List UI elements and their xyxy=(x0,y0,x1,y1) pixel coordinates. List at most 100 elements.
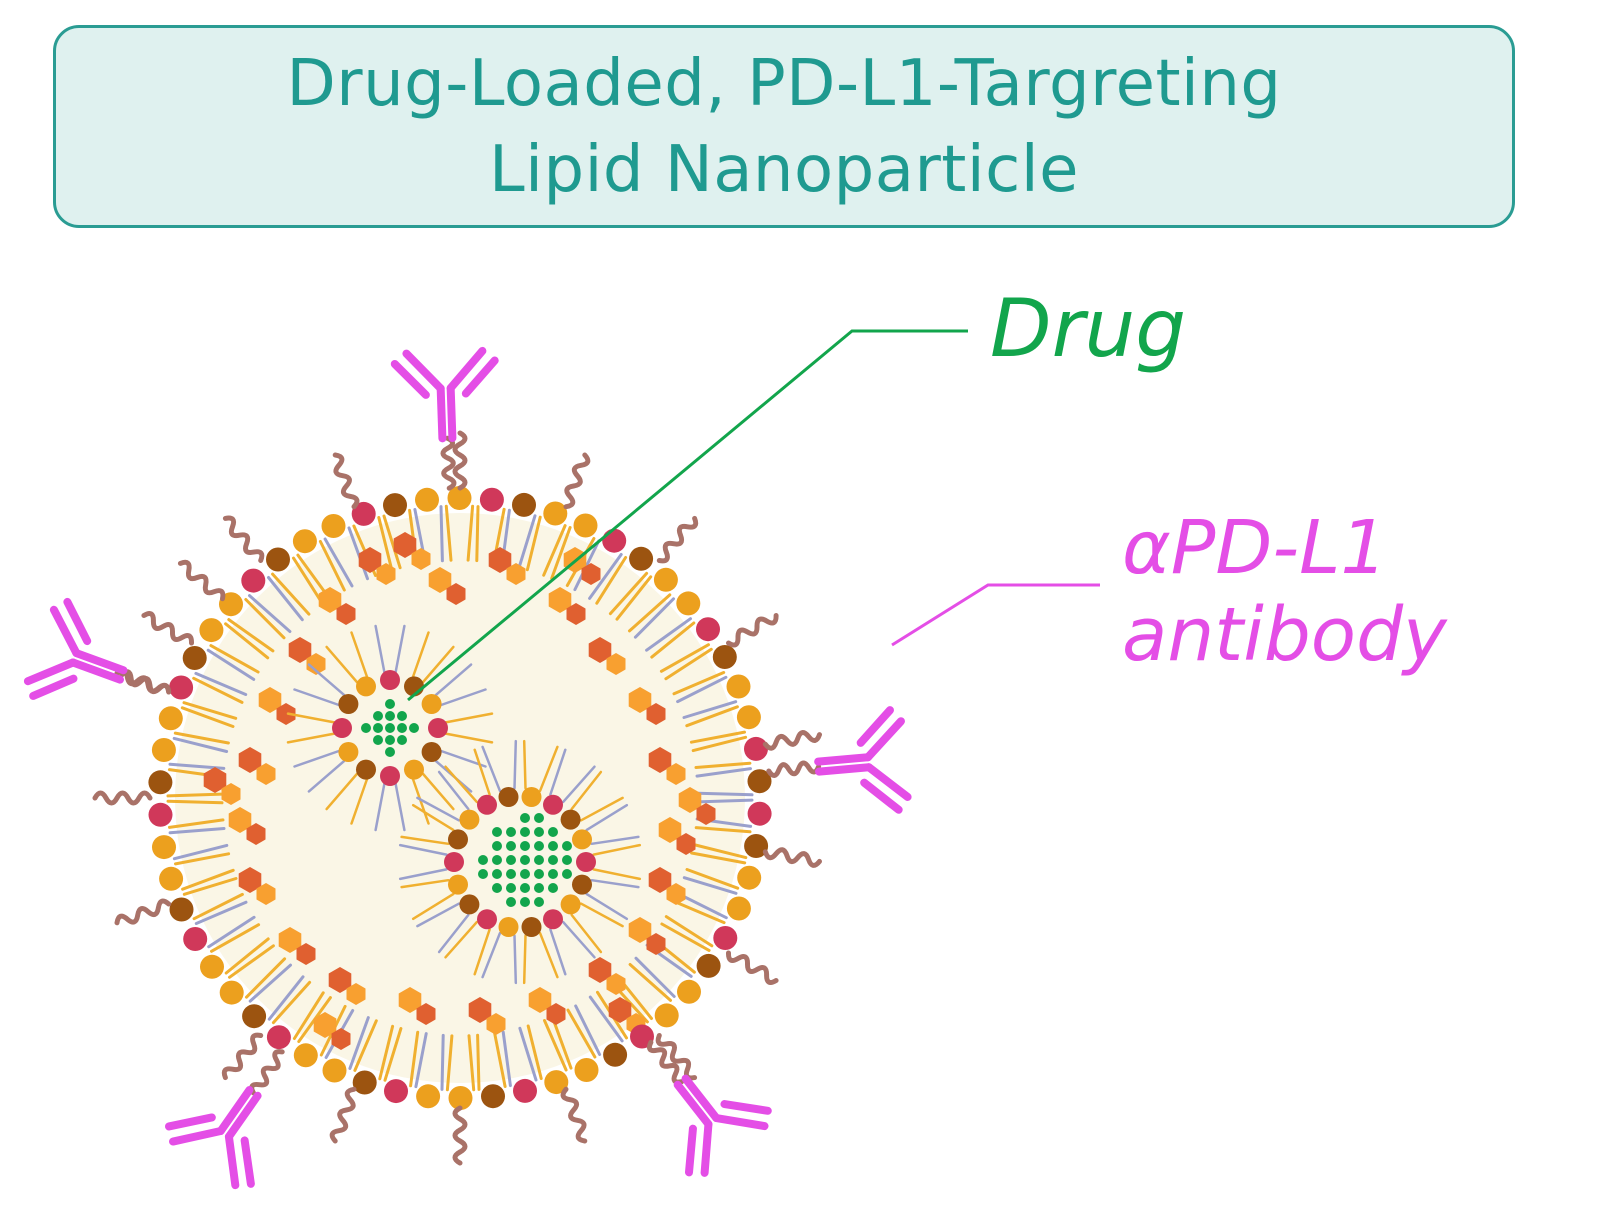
lipid-tail xyxy=(271,572,311,616)
lipid-tail xyxy=(650,621,696,659)
drug-dot xyxy=(506,841,516,851)
drug-label: Drug xyxy=(990,282,1186,375)
antibody-arm xyxy=(164,1113,216,1131)
antibody-icon xyxy=(164,1086,262,1190)
hexagon-molecule xyxy=(528,987,552,1013)
antibody-stem xyxy=(446,384,457,443)
micelle-tail xyxy=(538,745,559,793)
lipid-tail xyxy=(475,505,480,563)
lipid-head xyxy=(603,1042,628,1067)
micelle-tail xyxy=(522,934,527,985)
micelle-tail xyxy=(394,782,406,832)
drug-dot xyxy=(492,869,502,879)
lipid-head xyxy=(159,866,184,891)
peg-chain xyxy=(221,1032,264,1081)
lipid-head xyxy=(352,1070,377,1095)
lipid-head xyxy=(736,705,761,730)
hexagon-molecule xyxy=(346,983,366,1005)
drug-leader-line xyxy=(407,329,968,702)
micelle-tail xyxy=(481,931,502,979)
drug-dot xyxy=(397,711,407,721)
antibody-stem xyxy=(69,658,124,684)
peg-chain xyxy=(119,669,172,695)
micelle-head xyxy=(576,852,596,872)
drug-dot xyxy=(492,827,502,837)
lipid-tail xyxy=(676,892,728,920)
lipid-tail xyxy=(192,892,244,921)
lipid-tail xyxy=(180,706,235,728)
drug-dot xyxy=(534,827,544,837)
lipid-head xyxy=(158,706,183,731)
antibody-arm xyxy=(240,1136,255,1188)
micelle-tail xyxy=(286,712,336,724)
micelle-head xyxy=(421,742,442,762)
hexagon-molecule xyxy=(278,927,302,953)
micelle-tail xyxy=(350,777,369,825)
lipid-tail xyxy=(566,1008,597,1059)
lipid-tail xyxy=(182,877,238,896)
hexagon-molecule xyxy=(628,917,652,943)
lipid-head xyxy=(219,980,244,1005)
hexagon-molecule xyxy=(678,787,702,813)
antibody-icon xyxy=(23,597,128,700)
lipid-tail xyxy=(542,524,567,577)
micelle-head xyxy=(572,829,592,850)
hexagon-molecule xyxy=(548,587,572,613)
antibody-arm xyxy=(390,359,430,399)
peg-chain xyxy=(452,430,468,491)
micelle-tail xyxy=(473,928,491,976)
hexagon-molecule xyxy=(646,703,666,725)
lipid-head xyxy=(712,645,737,669)
peg-chain xyxy=(766,760,822,778)
hexagon-molecule xyxy=(666,883,686,905)
hexagon-molecule xyxy=(313,1012,337,1038)
drug-dot xyxy=(548,883,558,893)
micelle-tail xyxy=(434,663,473,697)
lipid-tail xyxy=(182,701,238,720)
peg-chain xyxy=(646,1039,685,1085)
drug-micelle-large xyxy=(398,739,642,985)
lipid-head xyxy=(696,617,720,642)
lipid-tail xyxy=(168,827,226,835)
leader-lines xyxy=(407,329,1100,702)
drug-dot xyxy=(548,855,558,865)
lipid-tail xyxy=(248,594,292,633)
micelle-head xyxy=(338,742,359,762)
lipid-tail xyxy=(409,1030,420,1088)
drug-dot xyxy=(385,747,395,757)
hexagon-molecule xyxy=(486,1013,506,1035)
micelle-tail xyxy=(561,765,596,804)
antibody-stem xyxy=(673,1080,713,1129)
lipid-tail xyxy=(172,843,229,861)
lipid-tail xyxy=(248,963,292,1003)
drug-dot xyxy=(506,869,516,879)
lipid-tail xyxy=(676,675,728,704)
lipid-head xyxy=(448,1086,473,1110)
antibody-arm xyxy=(402,349,445,393)
hexagon-molecule xyxy=(566,603,586,625)
lipid-tail xyxy=(192,676,244,704)
lipid-head xyxy=(151,738,176,762)
lipid-tail xyxy=(174,852,231,866)
antibody-stem xyxy=(224,1091,262,1141)
drug-dot xyxy=(534,897,544,907)
lipid-head xyxy=(183,927,208,951)
micelle-tail xyxy=(293,749,341,768)
antibody-arm xyxy=(63,597,92,646)
antibody-arm xyxy=(684,1124,697,1177)
lipid-tail xyxy=(664,915,714,948)
lipid-head xyxy=(416,1084,441,1109)
antibody-arm xyxy=(720,1100,772,1115)
micelle-head xyxy=(459,809,480,830)
hexagon-molecule xyxy=(648,747,672,773)
lipid-head xyxy=(293,1043,318,1068)
antibody-arm xyxy=(49,605,81,658)
lipid-head xyxy=(242,1004,267,1029)
micelle-tail xyxy=(437,770,470,811)
micelle-tail xyxy=(439,688,487,707)
lipid-tail xyxy=(194,671,248,696)
lipid-head xyxy=(544,1070,569,1095)
micelle-tail xyxy=(513,934,518,985)
antibody-arm xyxy=(461,356,499,398)
lipid-tail xyxy=(645,617,692,652)
